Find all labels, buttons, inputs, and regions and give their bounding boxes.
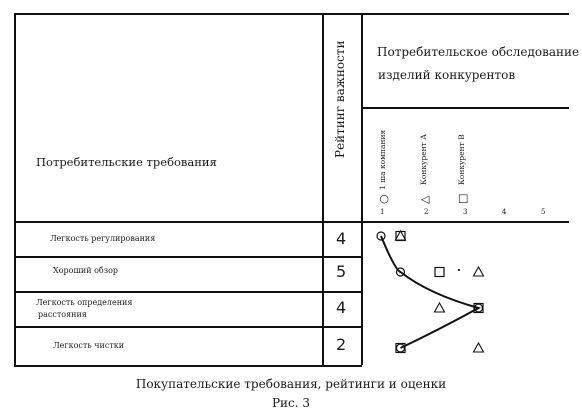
requirements-header: Потребительские требования	[36, 155, 217, 169]
competitor-a-score-4	[472, 341, 485, 353]
scale-tick-3: 3	[463, 208, 468, 216]
survey-header-divider	[362, 107, 569, 109]
table-left-border	[14, 13, 16, 365]
stray-dot	[458, 269, 460, 271]
survey-left-border	[361, 13, 363, 365]
row-label-3-line1: Легкость определения	[36, 298, 133, 307]
table-top-border	[14, 13, 569, 15]
scale-tick-5: 5	[541, 208, 546, 216]
our-company-score-1	[376, 231, 386, 241]
competitor-a-score-1	[394, 229, 407, 241]
figure-number: Рис. 3	[271, 396, 311, 410]
row-rating-1: 4	[336, 229, 347, 248]
row-label-3-line2: расстояния	[38, 310, 87, 319]
our-company-score-2	[395, 267, 406, 277]
table-bottom-border	[14, 365, 362, 367]
competitor-a-score-2	[472, 265, 485, 277]
figure-caption: Покупательские требования, рейтинги и оц…	[135, 377, 447, 391]
scale-tick-1: 1	[380, 208, 385, 216]
row-divider-1	[14, 256, 362, 258]
row-divider-2	[14, 291, 362, 293]
scale-tick-4: 4	[502, 208, 507, 216]
competitor-b-score-4	[395, 342, 406, 354]
our-company-score-line	[380, 235, 482, 349]
competitor-b-score-3	[473, 302, 484, 314]
row-rating-4: 2	[336, 335, 347, 354]
row-label-4: Легкость чистки	[53, 341, 125, 350]
header-bottom-border	[14, 221, 569, 223]
survey-header-line1: Потребительское обследование	[377, 45, 580, 59]
competitor-a-score-3	[433, 301, 446, 313]
competitor-b-score-2	[434, 266, 445, 278]
scale-tick-2: 2	[424, 208, 429, 216]
survey-header-line2: изделий конкурентов	[378, 68, 516, 82]
row-divider-3	[14, 326, 362, 328]
importance-left-border	[322, 13, 324, 365]
row-label-2: Хороший обзор	[53, 266, 119, 275]
row-label-1: Легкость регулирования	[50, 234, 156, 243]
row-rating-3: 4	[336, 298, 347, 317]
row-rating-2: 5	[336, 262, 347, 281]
